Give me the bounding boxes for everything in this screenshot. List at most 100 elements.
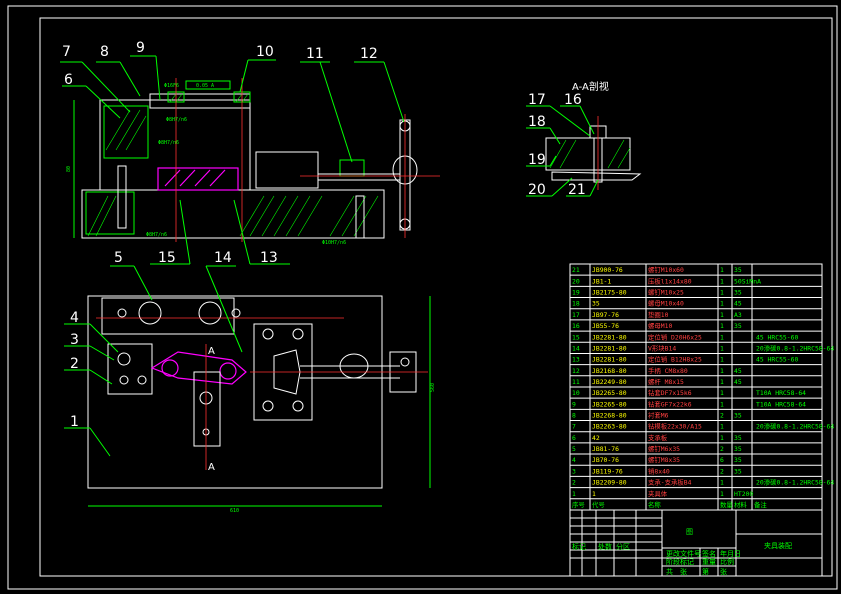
plan-view: A A 610 560 [87,295,436,514]
bom-cell: 1 [720,400,724,408]
balloon-11: 11 [306,46,324,62]
bom-cell: JB1-1 [592,277,611,285]
bom-header-cell: 代号 [592,500,605,509]
balloon-2: 2 [70,356,79,372]
bom-cell: 7 [572,423,576,431]
title-block: 图 夹具装配 标记 处数 分区 更改文件号 签名 年月日 阶段标记 重量 比例 … [569,509,823,577]
bom-cell: JB81-76 [592,445,619,453]
balloon-16: 16 [564,92,582,108]
bom-header-cell: 序号 [572,500,585,509]
bom-cell: 1 [572,490,576,498]
bom-cell: T10A HRC58-64 [756,389,806,397]
bom-cell: 夹具体 [648,489,668,498]
bom-cell: 50SiMnA [734,277,761,285]
balloon-3: 3 [70,332,79,348]
bom-cell: 2 [720,445,724,453]
bom-cell: 20 [572,277,580,285]
bom-cell: JB2265-80 [592,400,627,408]
bom-cell: 螺钉M8x35 [648,455,680,464]
bom-cell: 螺母M10 [648,321,672,330]
bom-header-cell: 数量 [720,500,733,509]
bom-cell: 1 [720,479,724,487]
inner-frame [39,17,833,577]
bom-cell: 10 [572,389,580,397]
bom-cell: 1 [720,344,724,352]
balloon-20: 20 [528,182,546,198]
bom-cell: 35 [734,322,742,330]
bom-cell: JB97-76 [592,311,619,319]
bom-cell: 销8x40 [648,466,670,475]
balloon-4: 4 [70,310,79,326]
bom-cell: JB2281-80 [592,333,627,341]
bom-cell: 19 [572,289,580,297]
bom-cell: 1 [720,266,724,274]
row-label-5: 签名 [702,549,716,558]
bom-cell: 2 [572,479,576,487]
balloon-12: 12 [360,46,378,62]
bom-cell: 35 [734,412,742,420]
section-a-a: A-A剖视 [545,80,642,190]
bom-cell: HT200 [734,490,753,498]
plan-width-dimension: 610 [230,508,239,514]
bom-cell: 螺母M10x40 [648,299,684,308]
balloon-leaders [60,55,599,457]
bom-cell: 1 [720,434,724,442]
balloon-9: 9 [136,40,145,56]
balloon-1: 1 [70,414,79,430]
balloon-numbers: 1 2 3 4 5 6 7 8 9 10 11 12 13 14 15 16 1… [62,40,586,430]
bom-cell: V形块B14 [648,343,676,352]
bom-cell: 18 [572,300,580,308]
bom-cell: JB119-76 [592,467,623,475]
balloon-21: 21 [568,182,586,198]
balloon-15: 15 [158,250,176,266]
bom-cell: 45 [734,300,742,308]
front-view: 80 Φ16F6 0.05 A Φ8H7/n6 Φ8H7/n6 Φ8H7/n6 … [66,78,440,246]
bom-cell: JB2263-80 [592,423,627,431]
row-label-2: 处数 [598,542,612,551]
outer-frame [7,5,838,590]
bom-cell: 1 [720,490,724,498]
bottom-label-6: 第 [702,567,709,576]
bom-cell: 35 [592,300,600,308]
bom-cell: 钻套GF7x22k6 [648,399,692,408]
bom-cell: 1 [720,356,724,364]
bom-cell: 16 [572,322,580,330]
bom-cell: 14 [572,344,580,352]
bom-cell: JB2265-80 [592,389,627,397]
row-label-4: 更改文件号 [666,549,701,558]
bom-cell: 1 [720,389,724,397]
bom-cell: 螺钉M6x35 [648,444,680,453]
plan-height-dimension: 560 [430,383,436,392]
bom-cell: 20渗碳0.8-1.2HRC58-64 [756,478,834,487]
bom-cell: 钻套DF7x15k6 [648,388,692,397]
bom-cell: 35 [734,266,742,274]
balloon-13: 13 [260,250,278,266]
bom-cell: 3 [572,467,576,475]
bom-cell: JB70-76 [592,456,619,464]
fit-annotation-1: Φ16F6 [164,83,179,89]
section-label: A-A剖视 [572,80,609,93]
fit-annotation-4: Φ8H7/n6 [146,232,167,238]
bom-cell: 42 [592,434,600,442]
bom-cell: 12 [572,367,580,375]
bom-cell: 17 [572,311,580,319]
balloon-10: 10 [256,44,274,60]
bom-cell: 螺杆 M8x15 [648,377,684,386]
bom-cell: 1 [720,311,724,319]
bom-cell: JB900-76 [592,266,623,274]
bom-cell: 45 [734,378,742,386]
balloon-14: 14 [214,250,232,266]
bom-cell: 13 [572,356,580,364]
bom-cell: 20渗碳0.8-1.2HRC58-64 [756,343,834,352]
bom-cell: 1 [720,378,724,386]
bom-cell: 8 [572,412,576,420]
bom-cell: 45 HRC55-60 [756,333,798,341]
bom-cell: 45 [734,367,742,375]
fit-annotation-2: Φ8H7/n6 [166,117,187,123]
row-label-1: 标记 [572,542,586,551]
fit-annotation-3: Φ8H7/n6 [158,140,179,146]
bom-cell: 定位销 B12H8x25 [648,355,702,364]
row-label-3: 分区 [616,542,630,551]
